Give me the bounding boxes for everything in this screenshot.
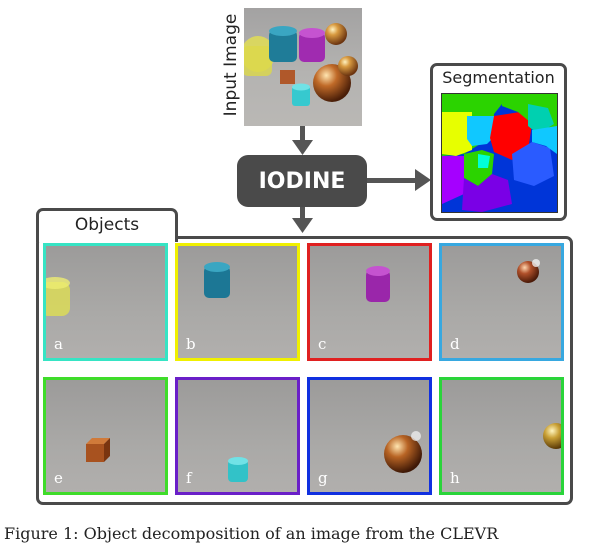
iodine-label: IODINE	[258, 168, 346, 194]
object-slot-e: e	[43, 377, 168, 495]
segmentation-panel: Segmentation	[430, 63, 567, 221]
object-slot-a: a	[43, 243, 168, 361]
segmentation-map	[441, 93, 558, 213]
object-letter-a: a	[54, 335, 63, 353]
object-slot-c: c	[307, 243, 432, 361]
object-b-image	[204, 262, 230, 298]
object-slot-d: d	[439, 243, 564, 361]
object-f-image	[228, 457, 248, 482]
objects-title: Objects	[74, 215, 140, 235]
object-letter-f: f	[186, 469, 192, 487]
small-gold-sphere	[325, 23, 347, 45]
input-image-label-text: Input Image	[221, 13, 241, 117]
object-letter-d: d	[450, 335, 460, 353]
object-letter-h: h	[450, 469, 460, 487]
purple-cylinder-top	[299, 28, 325, 38]
arrow-model-to-objects	[300, 207, 305, 221]
arrow-input-to-model	[300, 126, 305, 144]
purple-cylinder	[299, 32, 325, 62]
arrowhead-down-1	[292, 140, 313, 155]
arrow-model-to-segmentation	[367, 178, 419, 183]
input-image	[244, 8, 362, 126]
arrowhead-down-2	[292, 218, 313, 233]
object-c-image	[366, 266, 390, 302]
teal-cylinder-top	[269, 26, 297, 36]
figure-caption: Figure 1: Object decomposition of an ima…	[4, 524, 499, 543]
input-scene	[244, 23, 358, 106]
object-a-image	[46, 277, 70, 316]
medium-gold-sphere	[338, 56, 358, 76]
object-letter-e: e	[54, 469, 63, 487]
iodine-model-box: IODINE	[237, 155, 367, 207]
object-d-image	[517, 259, 540, 283]
segmentation-title: Segmentation	[442, 68, 555, 87]
object-slot-h: h	[439, 377, 564, 495]
object-letter-g: g	[318, 469, 328, 487]
objects-panel	[36, 236, 573, 505]
object-slot-b: b	[175, 243, 300, 361]
object-h-image	[543, 423, 561, 449]
copper-cube	[280, 70, 295, 84]
segmentation-regions	[442, 94, 557, 212]
object-letter-b: b	[186, 335, 196, 353]
cyan-cylinder-top	[292, 83, 310, 91]
teal-cylinder	[269, 30, 297, 62]
object-slot-f: f	[175, 377, 300, 495]
object-letter-c: c	[318, 335, 327, 353]
object-e-image	[86, 438, 110, 462]
cyan-cylinder	[292, 86, 310, 106]
yellow-cylinder-body	[244, 46, 272, 76]
objects-tab: Objects	[36, 208, 178, 242]
object-g-image	[384, 431, 422, 473]
arrowhead-right	[415, 169, 431, 191]
object-slot-g: g	[307, 377, 432, 495]
